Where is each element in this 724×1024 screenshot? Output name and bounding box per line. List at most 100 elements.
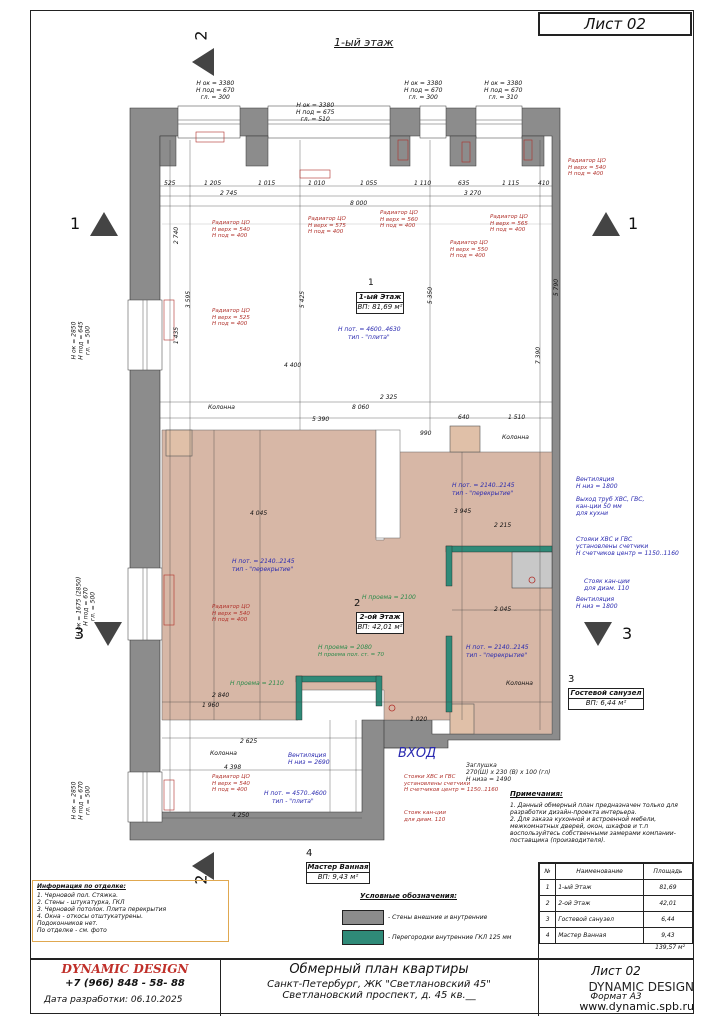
dimension: 1 020 [410, 716, 428, 723]
dimension: 3 595 [185, 290, 193, 309]
legend-item: - Стены внешние и внутренние [388, 914, 488, 921]
total-area: 139,57 м² [655, 944, 685, 951]
dimension: 4 400 [284, 362, 302, 369]
dimension: 1 110 [414, 180, 432, 187]
format-label: Формат А3 [590, 992, 642, 1002]
ceiling-height: H пот. = 4570..4600 [264, 790, 327, 797]
column-label: Колонна [210, 750, 237, 757]
dimension: 4 045 [250, 510, 268, 517]
column-label: Колонна [502, 434, 529, 441]
section-mark: 3 [74, 624, 85, 643]
company-block: DYNAMIC DESIGN +7 (966) 848 - 58- 88 Дат… [30, 960, 221, 1016]
section-mark: 1 [628, 214, 639, 233]
radiator-note: Радиатор ЦО H верх = 560 H под = 400 [380, 210, 418, 229]
legend: Условные обозначения: - Стены внешние и … [330, 892, 530, 952]
ceiling-type: тип - "плита" [348, 334, 390, 341]
radiator-note: Радиатор ЦО H верх = 525 H под = 400 [212, 308, 250, 327]
dimension: 1 115 [502, 180, 520, 187]
radiator-note: Радиатор ЦО H верх = 575 H под = 400 [308, 216, 346, 235]
radiator-note: Радиатор ЦО H верх = 565 H под = 400 [490, 214, 528, 233]
address-line: Светлановский проспект, д. 45 кв.__ [282, 990, 476, 1001]
vent-note: Вентиляция H низ = 1800 [576, 596, 618, 610]
dimension: 1 960 [202, 702, 220, 709]
ceiling-height: H пот. = 2140..2145 [466, 644, 529, 651]
dimension: 635 [458, 180, 470, 187]
dimension: 640 [458, 414, 470, 421]
sheet-number-box: Лист 02 [538, 12, 692, 36]
room-number: 2 [354, 598, 361, 609]
vent-note: Вентиляция H низ = 1800 [576, 476, 618, 490]
column-label: Колонна [506, 680, 533, 687]
notes-block: Примечания: 1. Данный обмерный план пред… [510, 790, 678, 844]
entrance-label: ВХОД [398, 746, 437, 761]
sheet-block: Лист 02 DYNAMIC DESIGN Формат А3 www.dyn… [538, 960, 694, 1016]
radiator-note: Радиатор ЦО H верх = 540 H под = 400 [212, 604, 250, 623]
ceiling-height: H пот. = 2140..2145 [232, 558, 295, 565]
legend-item: - Перегородки внутренние ГКЛ 125 мм [388, 934, 512, 941]
table-header: Площадь [642, 863, 694, 880]
section-mark: 1 [70, 214, 81, 233]
radiator-note: Радиатор ЦО H верх = 550 H под = 400 [450, 240, 488, 259]
radiator-note: Радиатор ЦО H верх = 540 H под = 400 [212, 774, 250, 793]
dimension: 1 435 [173, 326, 181, 345]
legend-swatch [342, 910, 384, 925]
company-phone: +7 (966) 848 - 58- 88 [65, 978, 185, 989]
second-floor-area [161, 429, 553, 735]
ceiling-height: H пот. = 2140..2145 [452, 482, 515, 489]
dimension: 1 055 [360, 180, 378, 187]
dimension: 3 945 [454, 508, 472, 515]
finishing-info: Информация по отделке: 1. Черновой пол. … [32, 880, 229, 942]
dimension: 2 215 [494, 522, 512, 529]
dimension: 7 390 [535, 346, 543, 365]
company-name: DYNAMIC DESIGN [61, 962, 189, 976]
ceiling-height: H пот. = 4600..4630 [338, 326, 401, 333]
date-label: Дата разработки: 06.10.2025 [44, 995, 183, 1005]
dimension: 5 425 [299, 290, 307, 309]
table-header: № [538, 863, 557, 880]
dimension: 2 045 [494, 606, 512, 613]
riser-note: Стояк кан-ции для диам. 110 [404, 810, 446, 823]
title-block: DYNAMIC DESIGN +7 (966) 848 - 58- 88 Дат… [30, 958, 694, 1016]
ceiling-type: тип - "перекрытие" [466, 652, 528, 659]
dimension: 8 000 [350, 200, 368, 207]
sheet-frame [30, 10, 694, 1014]
dimension: 1 015 [258, 180, 276, 187]
opening-note: H проема пол. ст. = 70 [318, 652, 385, 658]
radiator-note: Радиатор ЦО H верх = 540 H под = 400 [212, 220, 250, 239]
section-mark: 2 [191, 30, 211, 41]
legend-swatch [342, 930, 384, 945]
floor-title: 1-ый этаж [334, 36, 394, 49]
dimension: 5 790 [553, 278, 561, 297]
address-line: Санкт-Петербург, ЖК "Светлановский 45" [267, 979, 491, 990]
room-number: 3 [568, 674, 575, 685]
plug-note: Заглушка 270(Ш) х 230 (В) х 100 (гл) H н… [466, 762, 551, 783]
room-number: 1 [368, 278, 374, 288]
riser-note: Стояк кан-ции для диам. 110 [584, 578, 630, 592]
riser-note: Стояки ХВС и ГВС установлены счетчики H … [576, 536, 679, 557]
dimension: 2 740 [173, 226, 181, 245]
dimension: 2 625 [240, 738, 258, 745]
opening-note: H проема = 2110 [230, 680, 284, 687]
dimension: 4 398 [224, 764, 242, 771]
section-mark: 3 [622, 624, 633, 643]
room-number: 4 [306, 848, 313, 859]
dimension: 990 [420, 430, 432, 437]
vent-note: Вентиляция H низ = 2690 [288, 752, 330, 766]
